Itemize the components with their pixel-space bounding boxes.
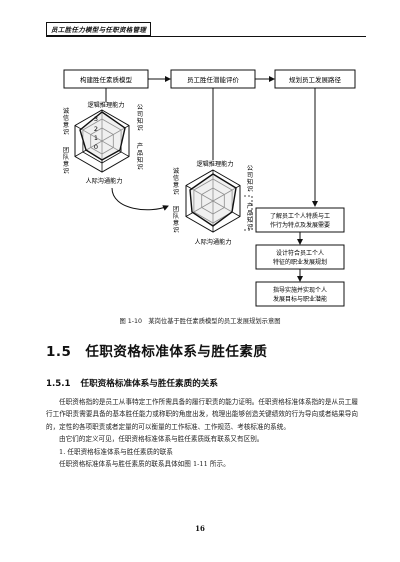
top-box-2-label: 员工胜任潜能评价 (187, 75, 240, 84)
radar-chart-1: 3 2 1 0 逻辑推理能力 人际沟通能力 诚信意识 团队意识 公司知识 产品知… (63, 101, 143, 185)
body-text: 任职资格指的是员工从事特定工作所需具备的履行职责的能力证明。任职资格标准体系指的… (46, 396, 358, 470)
radar1-tick-1: 1 (94, 134, 98, 142)
radar1-label-right-top: 公司知识 (137, 104, 143, 132)
flow-arrow-curve (111, 187, 169, 211)
paragraph-3: 1. 任职资格标准体系与胜任素质的联系 (59, 447, 173, 456)
radar1-tick-3: 3 (94, 115, 98, 123)
radar2-label-left-bottom: 团队意识 (173, 206, 180, 234)
running-header: 员工胜任力模型与任职资格管理 (46, 22, 366, 37)
paragraph-1: 任职资格指的是员工从事特定工作所需具备的履行职责的能力证明。任职资格标准体系指的… (46, 398, 358, 431)
right-box-1-label: 了解员工个人特质与工作行为特点及发展需要 (270, 212, 330, 229)
section-heading: 1.5 任职资格标准体系与胜任素质 (46, 340, 267, 360)
right-box-2: 设计符合员工个人特征的职业发展规划 (255, 244, 345, 270)
figure-1-10: 构建胜任素质模型 员工胜任潜能评价 规划员工发展路径 3 2 1 0 逻辑推理能… (63, 69, 356, 307)
radar1-label-bottom: 人际沟通能力 (85, 177, 122, 185)
top-box-2: 员工胜任潜能评价 (170, 69, 256, 89)
subsection-title: 任职资格标准体系与胜任素质的关系 (80, 379, 218, 389)
radar1-label-top: 逻辑推理能力 (87, 101, 124, 109)
right-box-2-label: 设计符合员工个人特征的职业发展规划 (273, 249, 327, 266)
paragraph-2: 由它们的定义可见，任职资格标准体系与胜任素质既有联系又有区别。 (59, 435, 264, 444)
radar2-label-left-top: 诚信意识 (173, 167, 179, 196)
section-number: 1.5 (46, 344, 72, 360)
paragraph-4: 任职资格标准体系与胜任素质的联系具体如图 1-11 所示。 (59, 460, 230, 469)
dashed-bracket (244, 195, 253, 231)
right-box-3-label: 指导实施并实现个人发展目标与职业潜能 (273, 286, 327, 303)
header-rule (46, 36, 366, 37)
top-box-1: 构建胜任素质模型 (63, 69, 149, 89)
radar1-label-left-top: 诚信意识 (63, 107, 69, 136)
radar1-label-left-bottom: 团队意识 (63, 147, 70, 175)
running-header-title: 员工胜任力模型与任职资格管理 (46, 22, 152, 36)
subsection-number: 1.5.1 (46, 379, 71, 389)
radar1-tick-2: 2 (94, 125, 98, 133)
top-box-3: 规划员工发展路径 (274, 69, 356, 89)
top-box-1-label: 构建胜任素质模型 (80, 75, 133, 84)
radar2-label-right-top: 公司知识 (247, 165, 253, 193)
radar1-label-right-bottom: 产品知识 (137, 142, 143, 171)
top-box-3-label: 规划员工发展路径 (289, 75, 342, 84)
right-box-1: 了解员工个人特质与工作行为特点及发展需要 (255, 207, 345, 233)
section-title: 任职资格标准体系与胜任素质 (85, 344, 268, 360)
radar2-label-right-bottom: 产品知识 (247, 202, 253, 231)
radar2-label-top: 逻辑推理能力 (196, 160, 233, 168)
subsection-heading: 1.5.1 任职资格标准体系与胜任素质的关系 (46, 377, 218, 389)
radar-chart-2: 逻辑推理能力 人际沟通能力 诚信意识 团队意识 公司知识 产品知识 (173, 160, 253, 246)
figure-caption: 图 1-10 某岗位基于胜任素质模型的员工发展规划示意图 (119, 318, 281, 325)
radar1-tick-0: 0 (94, 143, 98, 151)
right-box-3: 指导实施并实现个人发展目标与职业潜能 (255, 281, 345, 307)
page-number: 16 (195, 524, 205, 533)
radar2-label-bottom: 人际沟通能力 (194, 238, 231, 246)
